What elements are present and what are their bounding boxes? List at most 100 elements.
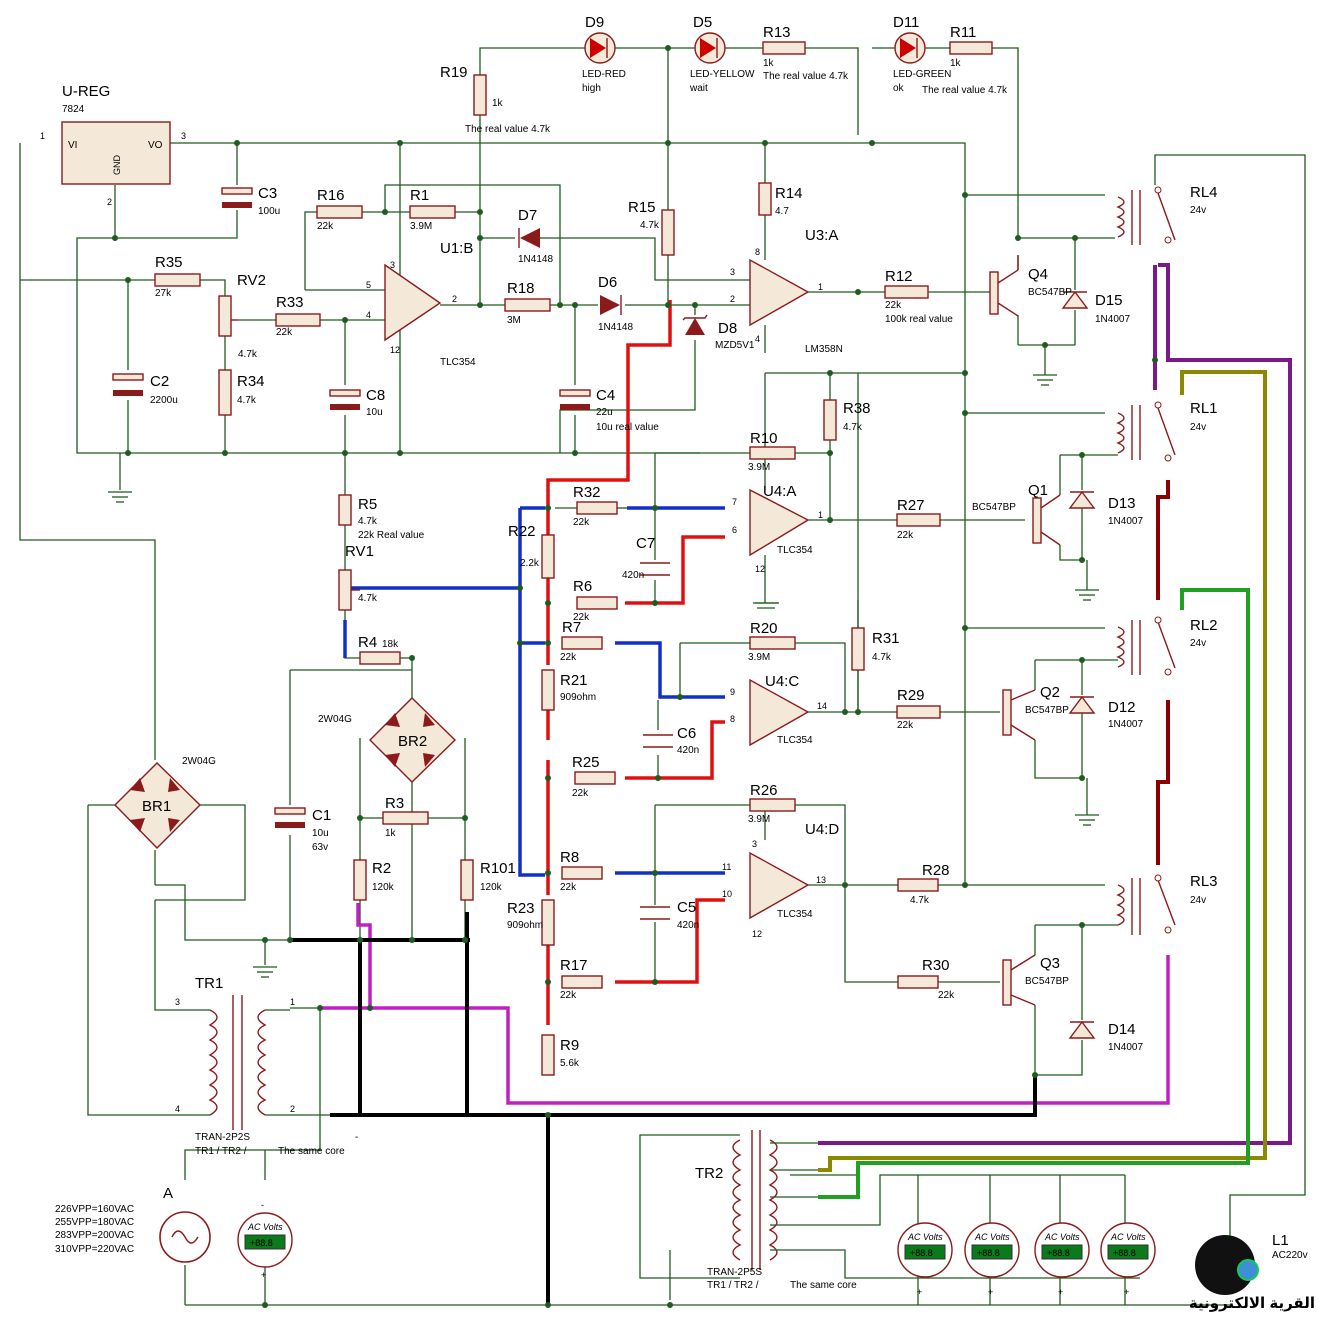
components-r4-val: 18k bbox=[382, 639, 399, 650]
components-u4a-p1: 1 bbox=[818, 510, 823, 520]
r14-body bbox=[758, 182, 772, 216]
components-r29-val: 22k bbox=[897, 720, 914, 731]
components-ureg-p1: 1 bbox=[40, 131, 45, 141]
polyline-shape bbox=[1059, 545, 1082, 561]
components-src-l1: 226VPP=160VAC bbox=[55, 1204, 134, 1215]
r101-body bbox=[460, 859, 474, 901]
circle-shape bbox=[762, 140, 768, 146]
circle-shape bbox=[287, 937, 293, 943]
components-u3a-p8: 8 bbox=[755, 247, 760, 257]
components-r29-ref: R29 bbox=[897, 687, 925, 704]
meter-reading: +88.8 bbox=[910, 1248, 933, 1258]
g-shape bbox=[1075, 814, 1099, 826]
polyline-shape bbox=[1156, 480, 1170, 600]
circle-shape bbox=[545, 640, 551, 646]
polyline-shape bbox=[795, 642, 846, 712]
components-tr1-p3: 3 bbox=[175, 997, 180, 1007]
circle-shape bbox=[409, 937, 415, 943]
components-r22-ref: R22 bbox=[508, 523, 536, 540]
components-u1b-p2: 2 bbox=[452, 294, 457, 304]
circle-shape bbox=[1079, 922, 1085, 928]
path-shape bbox=[171, 1230, 199, 1244]
r30-body bbox=[897, 975, 939, 989]
rv1-body bbox=[338, 569, 352, 611]
circle-shape bbox=[462, 937, 468, 943]
polyline-shape bbox=[818, 370, 1267, 1172]
polygon-shape bbox=[900, 38, 916, 58]
components-u4a-p12: 12 bbox=[755, 564, 765, 574]
r3-body bbox=[382, 811, 429, 825]
circle-shape bbox=[222, 450, 228, 456]
r4-body bbox=[359, 651, 401, 665]
circle-shape bbox=[477, 302, 483, 308]
polygon-shape bbox=[1068, 1020, 1096, 1039]
circle-shape bbox=[342, 450, 348, 456]
components-u3a-val: LM358N bbox=[805, 344, 843, 355]
d9-body bbox=[584, 32, 616, 64]
components-d13-ref: D13 bbox=[1108, 495, 1136, 512]
components-u4a-p7: 7 bbox=[732, 497, 737, 507]
misc-dash: - bbox=[355, 1132, 358, 1143]
r1-body bbox=[409, 205, 456, 219]
circle-shape bbox=[962, 882, 968, 888]
circle-shape bbox=[1154, 186, 1162, 194]
circle-shape bbox=[462, 815, 468, 821]
components-d6-val: 1N4148 bbox=[598, 322, 633, 333]
circle-shape bbox=[652, 505, 658, 511]
r28-body bbox=[897, 878, 939, 892]
ac-voltmeter-4: AC Volts+88.8+ bbox=[1034, 1222, 1090, 1297]
d11-body bbox=[894, 32, 926, 64]
polygon-shape bbox=[1068, 490, 1096, 509]
polyline-shape bbox=[200, 279, 226, 296]
components-r13-ref: R13 bbox=[763, 24, 791, 41]
lamp-l1-body bbox=[1195, 1235, 1259, 1295]
rl3-body bbox=[1116, 874, 1176, 935]
polyline-shape bbox=[76, 210, 700, 454]
components-rl2-ref: RL2 bbox=[1190, 617, 1218, 634]
rect-shape bbox=[560, 404, 590, 410]
components-c1-val: 10u bbox=[312, 828, 329, 839]
r29-body bbox=[896, 705, 941, 719]
components-c8-val: 10u bbox=[366, 407, 383, 418]
path-shape bbox=[1116, 412, 1125, 454]
circle-shape bbox=[827, 517, 833, 523]
rect-shape bbox=[1041, 1244, 1083, 1260]
polygon-shape bbox=[590, 38, 606, 58]
line-shape bbox=[1040, 494, 1061, 509]
r6-body bbox=[576, 596, 618, 610]
components-r26-val: 3.9M bbox=[748, 814, 770, 825]
circle-shape bbox=[1042, 342, 1048, 348]
circle-shape bbox=[382, 209, 388, 215]
circle-shape bbox=[357, 815, 363, 821]
rect-shape bbox=[1107, 1244, 1149, 1260]
c5-body bbox=[640, 906, 670, 920]
r9-body bbox=[541, 1034, 555, 1076]
circle-shape bbox=[1032, 1072, 1038, 1078]
components-c8-ref: C8 bbox=[366, 387, 385, 404]
rl4-body bbox=[1116, 186, 1176, 245]
wires bbox=[19, 47, 1306, 1306]
polyline-shape bbox=[818, 588, 1250, 1199]
q2-body bbox=[1002, 689, 1036, 741]
components-d14-val: 1N4007 bbox=[1108, 1042, 1143, 1053]
polyline-shape bbox=[615, 641, 725, 699]
components-u3a-p1: 1 bbox=[818, 282, 823, 292]
components-r16-ref: R16 bbox=[317, 187, 345, 204]
components-u4c-val: TLC354 bbox=[777, 735, 813, 746]
circle-shape bbox=[1164, 668, 1172, 676]
circle-shape bbox=[1154, 874, 1162, 882]
rect-shape bbox=[1032, 497, 1042, 544]
c6-body bbox=[643, 734, 673, 748]
r21-body bbox=[541, 669, 555, 711]
ac-voltmeter-2: AC Volts+88.8+ bbox=[897, 1222, 953, 1297]
components-u3a-p2: 2 bbox=[730, 294, 735, 304]
polyline-shape bbox=[1156, 700, 1170, 865]
circle-shape bbox=[545, 1112, 551, 1118]
r12-body bbox=[884, 285, 929, 299]
rect-shape bbox=[275, 822, 305, 828]
components-tr1-val: TRAN-2P2S bbox=[195, 1132, 250, 1143]
q1-body bbox=[1032, 494, 1061, 546]
circle-shape bbox=[1079, 452, 1085, 458]
circle-shape bbox=[397, 450, 403, 456]
r31-body bbox=[851, 627, 865, 671]
